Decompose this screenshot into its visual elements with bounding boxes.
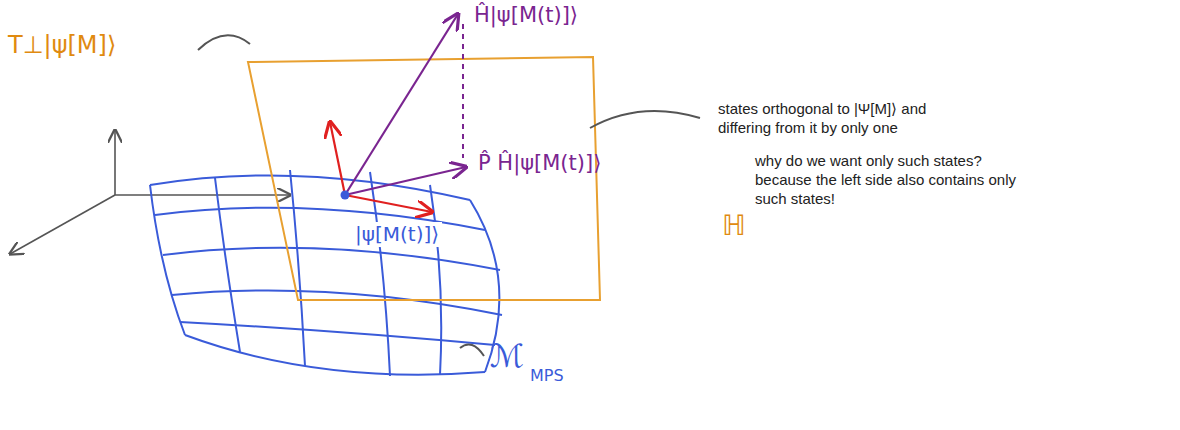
- vector-label: P̂ Ĥ|ψ[M(t)]⟩: [478, 150, 601, 176]
- note-text: states orthogonal to |Ψ[M]⟩ and differin…: [718, 100, 968, 138]
- vector-label: Ĥ|ψ[M(t)]⟩: [474, 2, 578, 28]
- projection-line: [462, 24, 464, 158]
- hilbert-space-symbol: ℍ: [722, 208, 746, 243]
- state-point: [341, 191, 350, 200]
- manifold-subscript: MPS: [530, 366, 564, 386]
- state-label: |ψ[M(t)]⟩: [352, 222, 442, 247]
- leader-line: [590, 111, 700, 128]
- leader-line: [198, 35, 250, 50]
- axis-line: [115, 194, 290, 196]
- projected-vector: [345, 167, 466, 195]
- space-symbol: T⊥|ψ[M]⟩: [8, 30, 116, 60]
- tangent-plane: [248, 57, 600, 300]
- axis-line: [114, 130, 116, 195]
- hamiltonian-vector: [345, 14, 458, 195]
- mps-manifold: [150, 170, 502, 376]
- tangent-vector: [330, 122, 345, 195]
- leader-line: [460, 344, 484, 356]
- tangent-vector: [345, 195, 432, 212]
- note-text: why do we want only such states? because…: [755, 152, 1030, 208]
- axis-line: [10, 195, 115, 254]
- manifold-symbol: ℳ: [490, 336, 524, 376]
